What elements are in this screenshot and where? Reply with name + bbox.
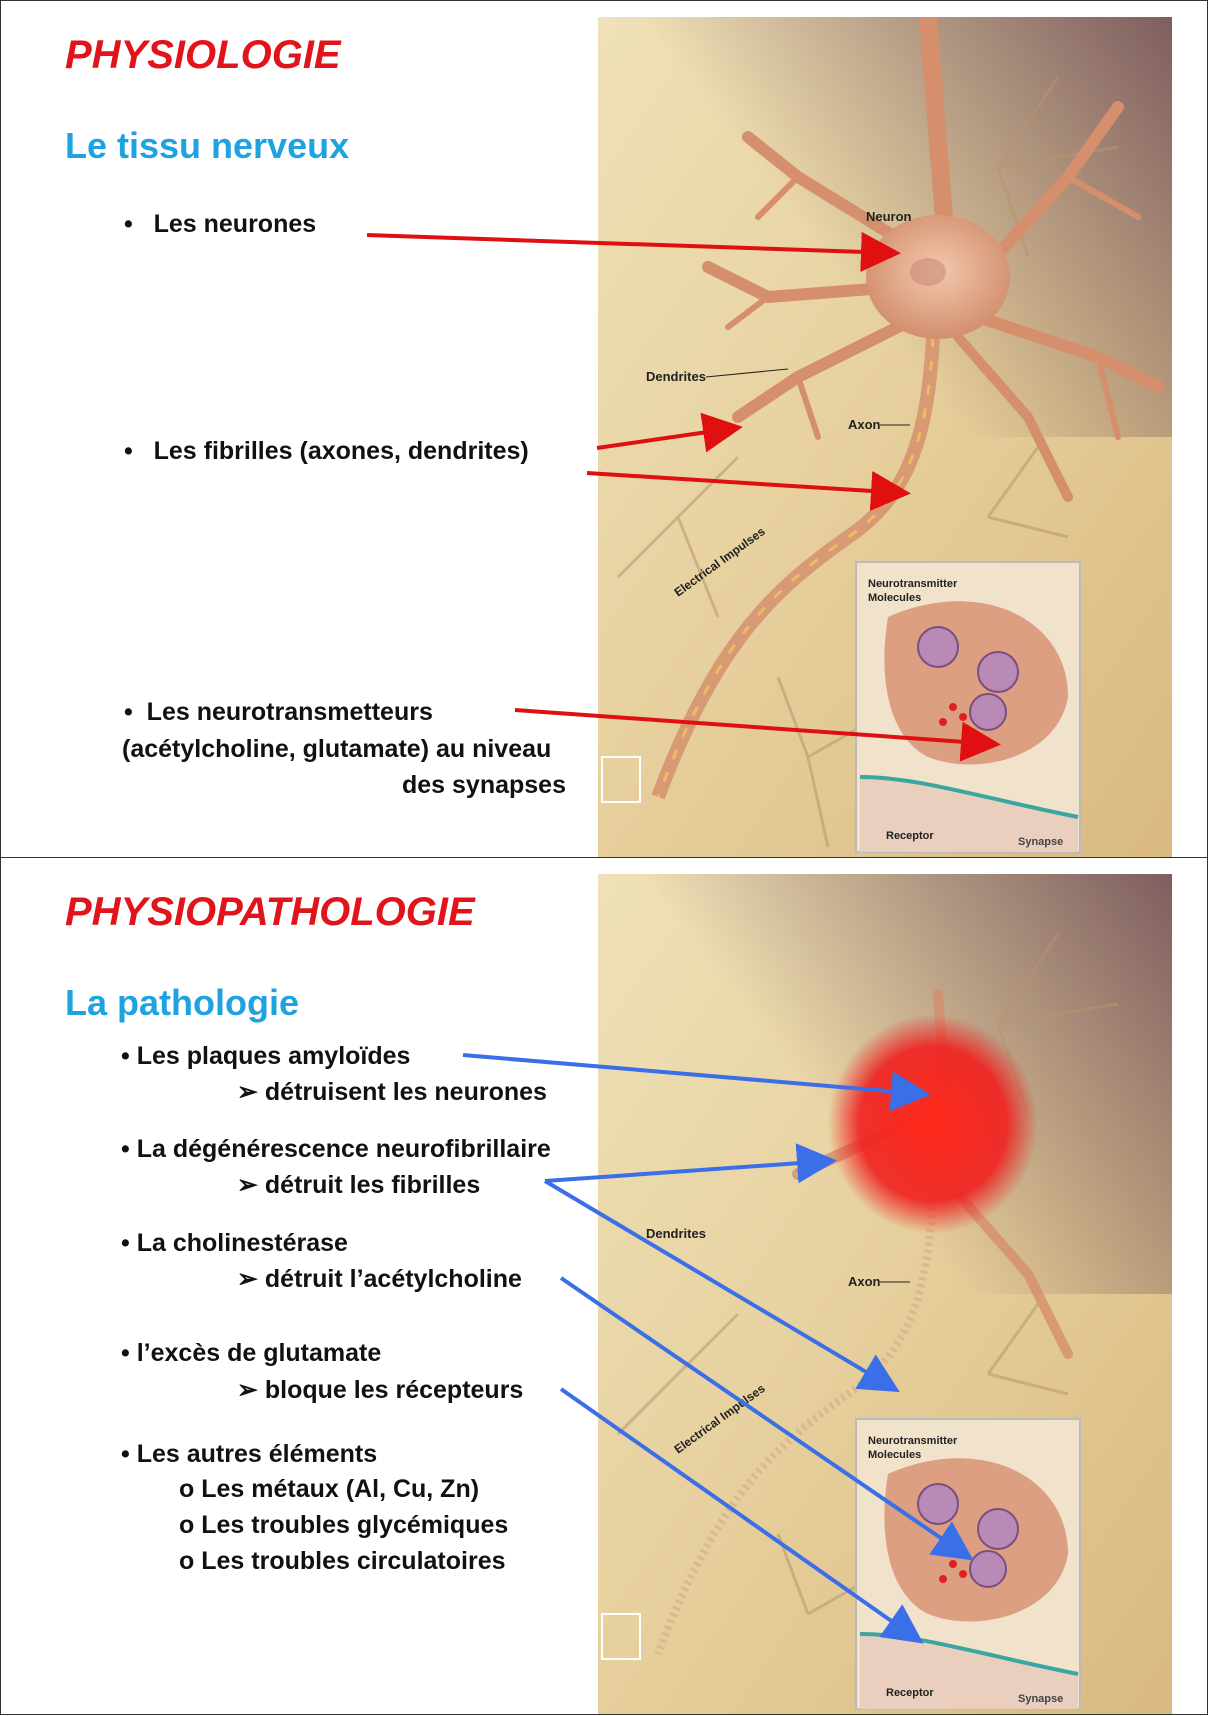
bullet-label: Les fibrilles (axones, dendrites)	[154, 437, 529, 465]
bullet-dot: •	[124, 210, 133, 238]
label-receptor: Receptor	[886, 1687, 934, 1699]
sub-bullet: o	[179, 1547, 194, 1575]
label-neuron: Neuron	[866, 209, 912, 224]
synapse-inset: Neurotransmitter Molecules Receptor Syna…	[856, 1419, 1080, 1709]
effect-arrow-icon: ➢	[237, 1265, 258, 1293]
label-axon: Axon	[848, 1274, 881, 1289]
amyloid-plaque	[828, 1014, 1038, 1234]
label-molecules: Molecules	[868, 592, 921, 604]
bullet-neurotransmetteurs: • Les neurotransmetteurs	[124, 697, 433, 727]
effect-arrow-icon: ➢	[237, 1078, 258, 1106]
synapse-inset: Neurotransmitter Molecules Receptor Syna…	[856, 562, 1080, 852]
sub-bullet: o	[179, 1511, 194, 1539]
effect-arrow-icon: ➢	[237, 1171, 258, 1199]
slide-subtitle: La pathologie	[65, 982, 299, 1024]
bullet-dot: •	[121, 1229, 130, 1257]
slide-title: PHYSIOLOGIE	[65, 33, 341, 78]
item-glutamate-effect: ➢ bloque les récepteurs	[237, 1375, 523, 1405]
bullet-dot: •	[124, 698, 133, 726]
bullet-neurotransmetteurs-line3: des synapses	[402, 770, 566, 800]
damaged-neuron-illustration: Dendrites Axon Electrical Impulses Neuro…	[598, 874, 1172, 1714]
label-dendrites: Dendrites	[646, 1226, 706, 1241]
item-label: Les autres éléments	[137, 1440, 377, 1468]
item-plaques: • Les plaques amyloïdes	[121, 1041, 410, 1071]
bullet-neurones: • Les neurones	[124, 209, 316, 239]
label-synapse: Synapse	[1018, 1693, 1063, 1705]
bullet-fibrilles: • Les fibrilles (axones, dendrites)	[124, 436, 529, 466]
bullet-dot: •	[121, 1135, 130, 1163]
item-glutamate: • l’excès de glutamate	[121, 1338, 381, 1368]
label-synapse: Synapse	[1018, 836, 1063, 848]
item-plaques-effect: ➢ détruisent les neurones	[237, 1077, 547, 1107]
item-cholinesterase: • La cholinestérase	[121, 1228, 348, 1258]
bullet-dot: •	[121, 1440, 130, 1468]
sub-bullet: o	[179, 1475, 194, 1503]
slide-subtitle: Le tissu nerveux	[65, 125, 349, 167]
neuron-illustration: Neuron Dendrites Axon Electrical Impulse…	[598, 17, 1172, 857]
item-label: La cholinestérase	[137, 1229, 348, 1257]
sub-item-circulatoires: o Les troubles circulatoires	[179, 1547, 506, 1576]
label-neurotransmitter: Neurotransmitter	[868, 1435, 958, 1447]
label-dendrites: Dendrites	[646, 369, 706, 384]
label-axon: Axon	[848, 417, 881, 432]
label-molecules: Molecules	[868, 1449, 921, 1461]
item-degenerescence-effect: ➢ détruit les fibrilles	[237, 1170, 480, 1200]
item-label: La dégénérescence neurofibrillaire	[137, 1135, 551, 1163]
item-label: Les plaques amyloïdes	[137, 1042, 411, 1070]
bullet-label: Les neurones	[154, 210, 317, 238]
slide-physiologie: PHYSIOLOGIE Le tissu nerveux	[0, 0, 1208, 859]
item-degenerescence: • La dégénérescence neurofibrillaire	[121, 1134, 551, 1164]
label-neurotransmitter: Neurotransmitter	[868, 578, 958, 590]
bullet-dot: •	[121, 1042, 130, 1070]
effect-arrow-icon: ➢	[237, 1376, 258, 1404]
slide-title: PHYSIOPATHOLOGIE	[65, 890, 475, 935]
slide-physiopathologie: PHYSIOPATHOLOGIE La pathologie	[0, 857, 1208, 1715]
item-label: l’excès de glutamate	[137, 1339, 382, 1367]
bullet-neurotransmetteurs-line2: (acétylcholine, glutamate) au niveau	[122, 734, 551, 764]
item-autres: • Les autres éléments	[121, 1439, 377, 1469]
bullet-dot: •	[121, 1339, 130, 1367]
bullet-dot: •	[124, 437, 133, 465]
label-receptor: Receptor	[886, 830, 934, 842]
bullet-label: Les neurotransmetteurs	[147, 698, 433, 726]
sub-item-metaux: o Les métaux (Al, Cu, Zn)	[179, 1475, 479, 1504]
sub-item-glycemiques: o Les troubles glycémiques	[179, 1511, 508, 1540]
item-cholinesterase-effect: ➢ détruit l’acétylcholine	[237, 1264, 522, 1294]
